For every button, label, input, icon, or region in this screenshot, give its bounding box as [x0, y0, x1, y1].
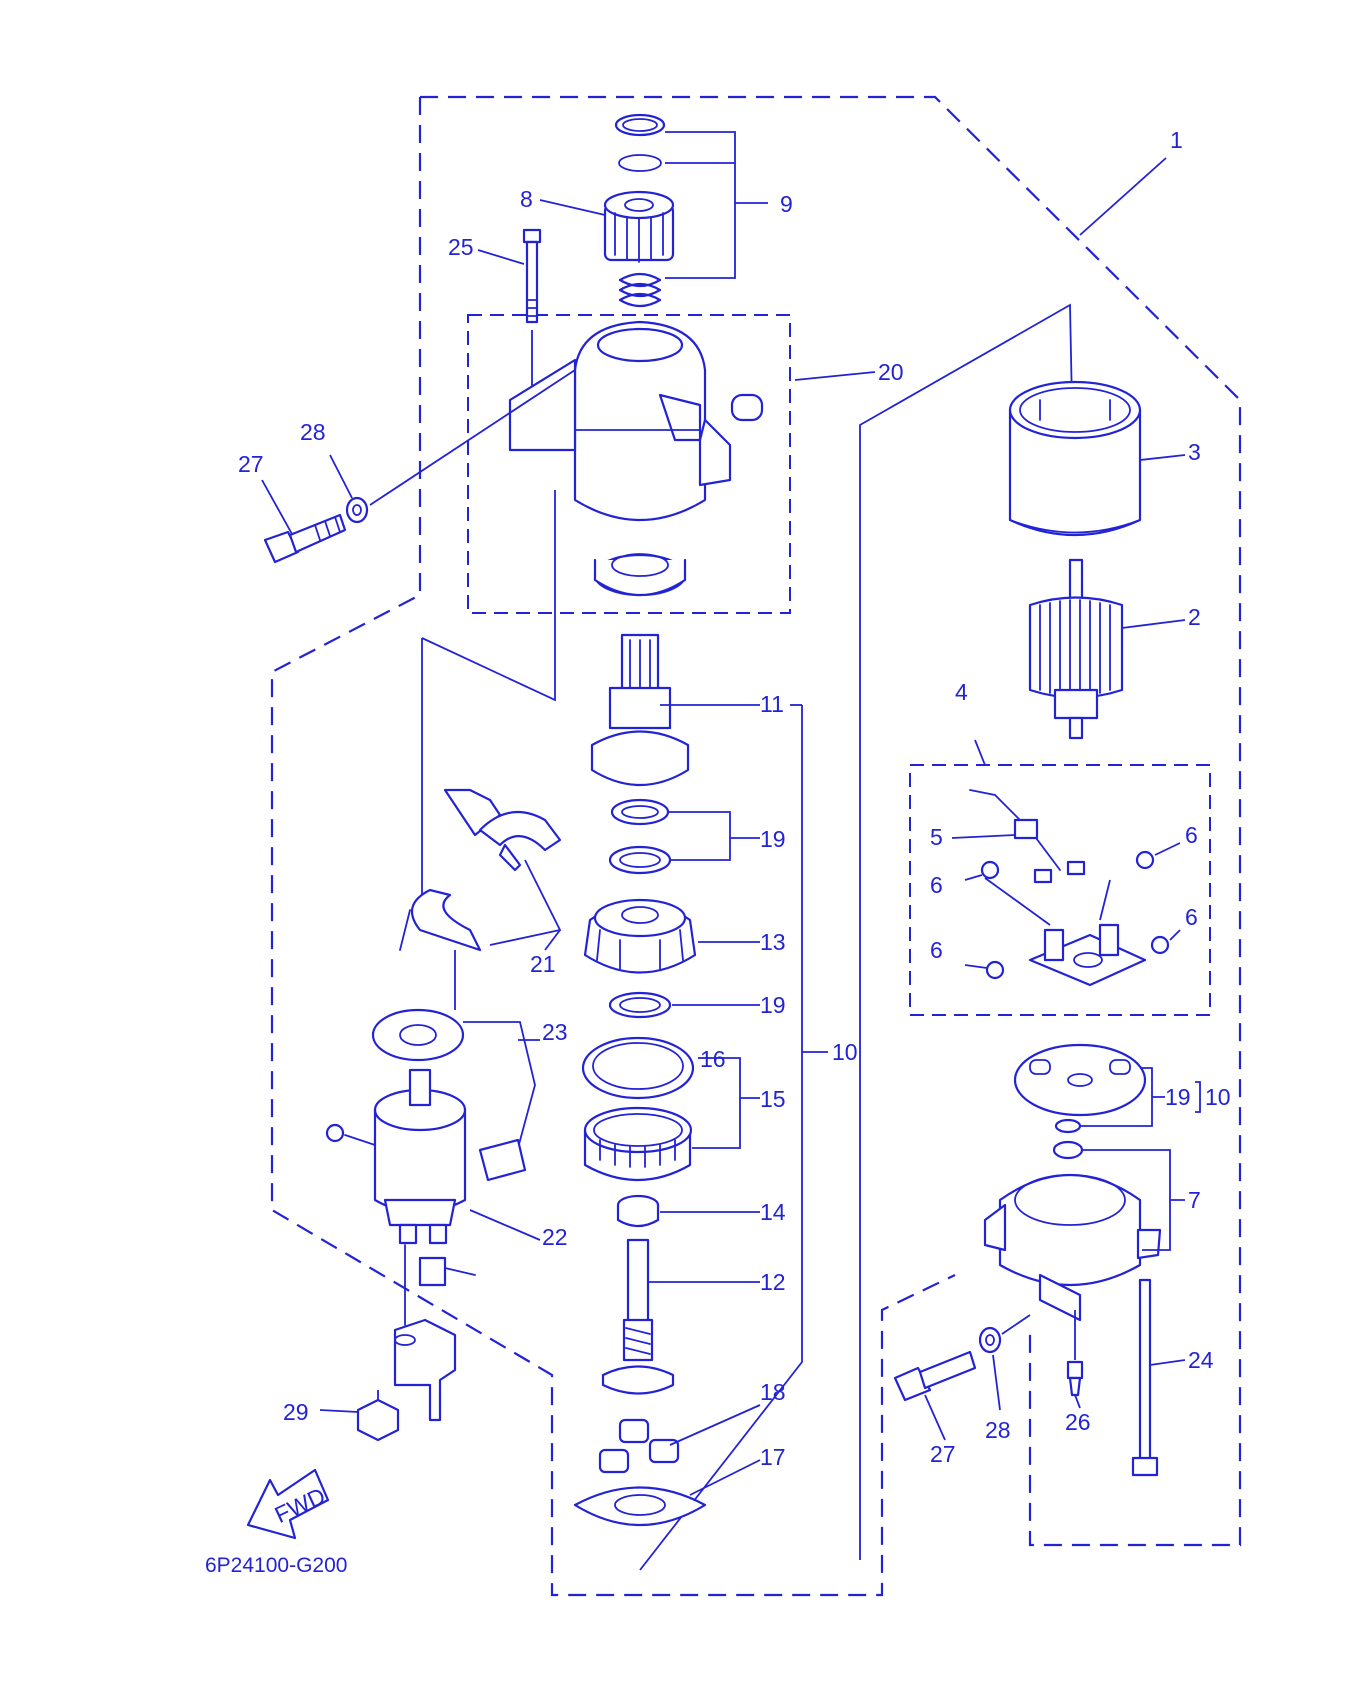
- callout-4: 4: [955, 679, 968, 705]
- part-14-bushing: [616, 1194, 760, 1228]
- callout-13: 13: [760, 929, 786, 955]
- assembly-outline-20: [467, 314, 791, 614]
- part-28-washer-left: [329, 369, 576, 524]
- callout-5: 5: [930, 824, 943, 850]
- callout-3: 3: [1188, 439, 1201, 465]
- callout-18: 18: [760, 1379, 786, 1405]
- part-6-brush-springs: [964, 842, 1181, 980]
- callout-10b: 10: [1205, 1084, 1231, 1110]
- part-20-front-housing: [508, 320, 876, 521]
- part-17-plate: [573, 1459, 761, 1526]
- callout-2: 2: [1188, 604, 1201, 630]
- callout-19a: 19: [760, 826, 786, 852]
- part-26-screw: [1066, 1310, 1084, 1409]
- callout-28a: 28: [300, 419, 326, 445]
- callout-27b: 27: [930, 1441, 956, 1467]
- callout-7: 7: [1188, 1187, 1201, 1213]
- callout-8: 8: [520, 186, 533, 212]
- part-28-washer-right: [978, 1314, 1031, 1411]
- part-5-brush: [951, 789, 1086, 884]
- callout-6d: 6: [930, 937, 943, 963]
- callout-11: 11: [760, 691, 784, 717]
- assembly-outline-1: [270, 95, 1242, 1597]
- callout-24: 24: [1188, 1347, 1214, 1373]
- part-7-rear-cover: [983, 1140, 1185, 1322]
- callout-14: 14: [760, 1199, 786, 1225]
- fwd-arrow-icon: FWD: [246, 1468, 329, 1540]
- callout-15: 15: [760, 1086, 786, 1112]
- callout-28b: 28: [985, 1417, 1011, 1443]
- part-29-nut: [319, 1244, 457, 1442]
- part-19-brush-plate: [1013, 1043, 1165, 1134]
- part-20-bearing: [593, 553, 687, 597]
- callout-6b: 6: [930, 872, 943, 898]
- callout-27a: 27: [238, 451, 264, 477]
- group-line-21: [421, 490, 556, 702]
- part-24-through-bolt: [1131, 1278, 1186, 1477]
- part-19-snap-rings-upper: [608, 798, 760, 875]
- part-11-drive-shaft: [590, 633, 760, 786]
- callout-10a: 10: [832, 1039, 858, 1065]
- part-3-yoke: [1008, 380, 1186, 537]
- callout-25: 25: [448, 234, 474, 260]
- assembly-outline-4: [909, 764, 1211, 1016]
- part-18-planet-gears: [598, 1404, 761, 1474]
- part-12-planet-shaft: [601, 1238, 760, 1395]
- callout-23: 23: [542, 1019, 568, 1045]
- callout-12: 12: [760, 1269, 786, 1295]
- part-23-gasket: [371, 950, 536, 1182]
- callout-20: 20: [878, 359, 904, 385]
- part-8-pinion-gear: [539, 190, 675, 263]
- part-21-shift-lever: [399, 788, 562, 952]
- diagram-code: 6P24100-G200: [205, 1554, 347, 1577]
- part-2-armature: [1028, 558, 1186, 740]
- callout-19b: 19: [760, 992, 786, 1018]
- part-9-rings: [614, 113, 768, 308]
- callout-1: 1: [1170, 127, 1183, 153]
- part-27-bolt-right: [893, 1350, 977, 1441]
- part-15-internal-gear: [583, 1057, 760, 1181]
- callout-22: 22: [542, 1224, 568, 1250]
- part-19-washer-middle: [608, 991, 760, 1019]
- callout-26: 26: [1065, 1409, 1091, 1435]
- callout-9: 9: [780, 191, 793, 217]
- callout-29: 29: [283, 1399, 309, 1425]
- part-16-ring: [581, 1036, 712, 1100]
- part-25-bolt: [477, 228, 542, 395]
- callout-16: 16: [700, 1046, 726, 1072]
- part-22-solenoid: [325, 1068, 541, 1287]
- callout-21: 21: [530, 951, 556, 977]
- callout-6a: 6: [1185, 822, 1198, 848]
- part-4-brush-holder: [974, 739, 1147, 987]
- callout-6c: 6: [1185, 904, 1198, 930]
- part-13-gear-housing: [583, 898, 760, 974]
- part-27-bolt-left: [261, 479, 347, 564]
- callout-19c: 19: [1165, 1084, 1191, 1110]
- group-line-10-left: [859, 303, 1073, 1560]
- callout-17: 17: [760, 1444, 786, 1470]
- callouts: 1 2 3 4 5 6 6 6 6 7 8 9 10 10 11 12 13 1…: [238, 127, 1231, 1470]
